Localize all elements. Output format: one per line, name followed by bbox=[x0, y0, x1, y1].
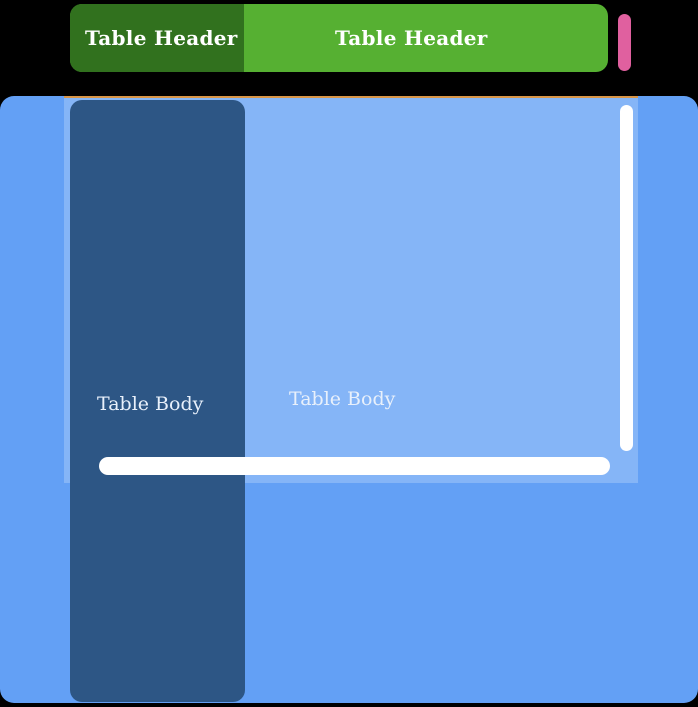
table-header-cell-secondary[interactable]: Table Header bbox=[244, 4, 608, 72]
table-header-row: Table Header Table Header bbox=[70, 4, 608, 72]
table-header-cell-primary[interactable]: Table Header bbox=[70, 4, 244, 72]
horizontal-scrollbar[interactable] bbox=[99, 457, 610, 475]
table-fixed-column bbox=[70, 100, 245, 702]
vertical-scrollbar[interactable] bbox=[620, 105, 633, 451]
table-body-label-scrollable: Table Body bbox=[289, 388, 396, 410]
table-header-label-secondary: Table Header bbox=[335, 26, 488, 50]
table-body-label-fixed: Table Body bbox=[97, 393, 204, 415]
header-scrollbar[interactable] bbox=[618, 14, 631, 71]
table-header-label-primary: Table Header bbox=[85, 26, 238, 50]
